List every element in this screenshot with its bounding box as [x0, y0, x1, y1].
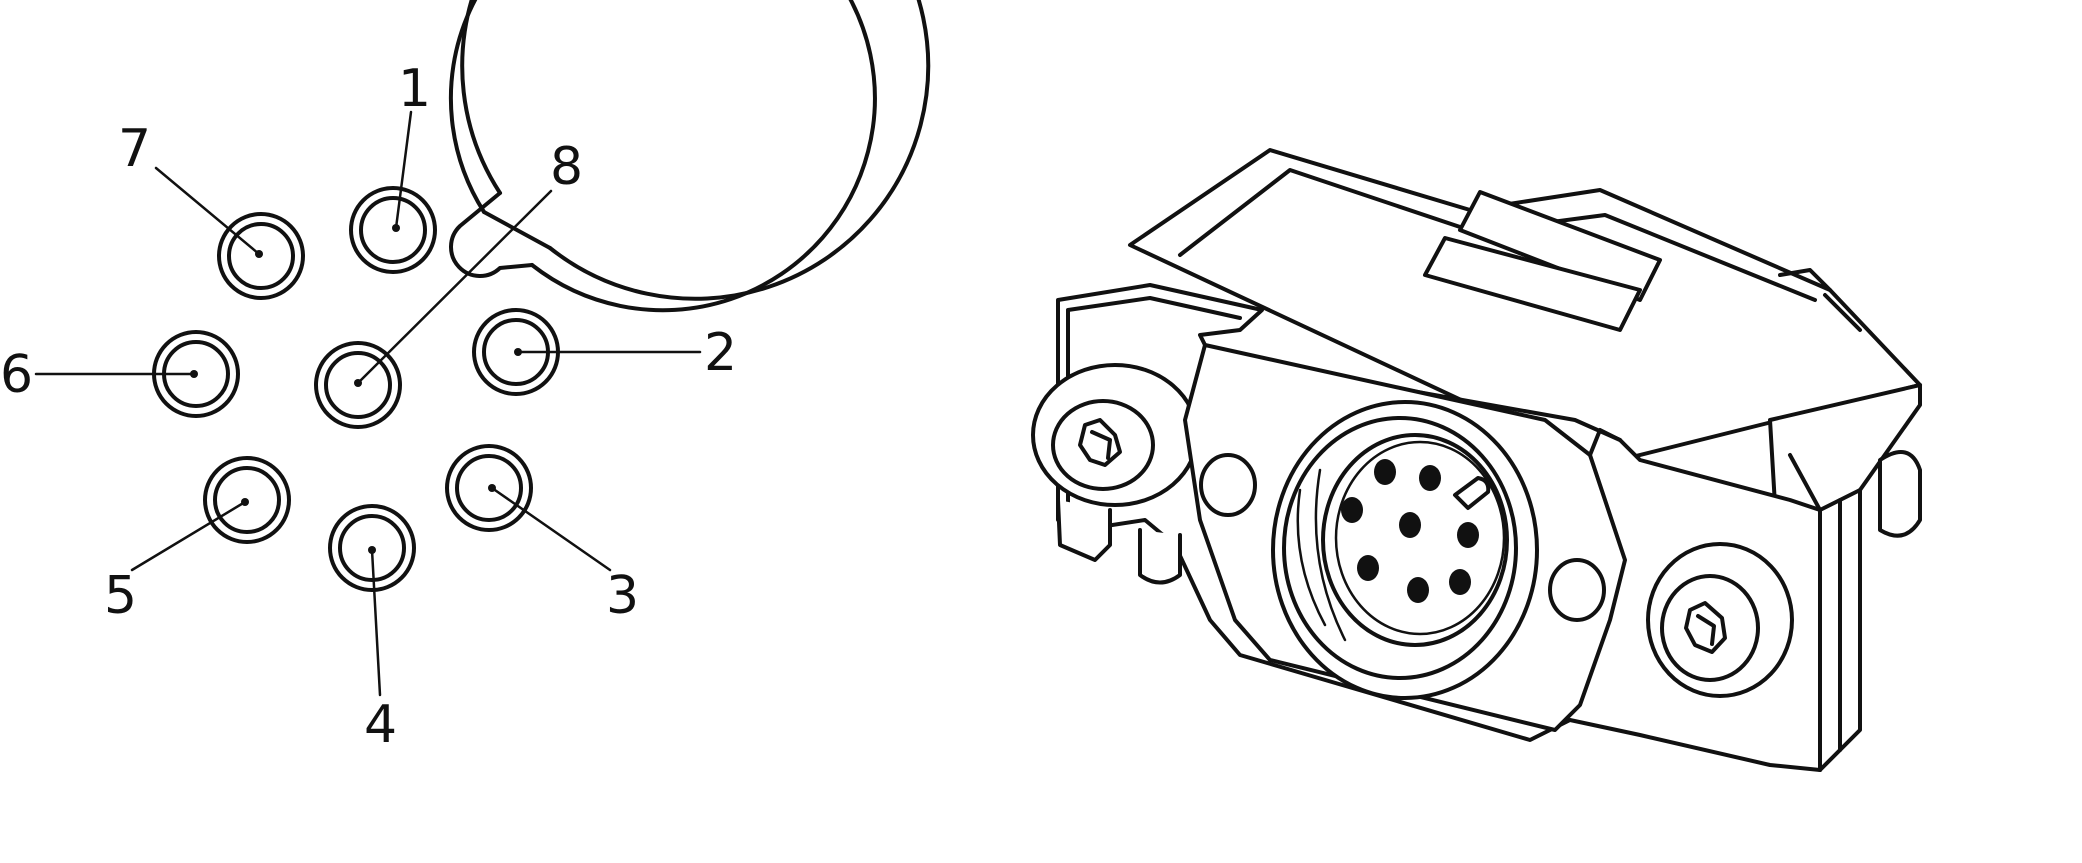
pin-1: [349, 186, 437, 274]
leader-lines: [34, 110, 702, 697]
center-boss-edge: [1588, 428, 1622, 457]
housing-label-window: [1423, 236, 1642, 332]
keyway-notch: [449, 191, 552, 278]
pin-label-4: 4: [364, 695, 397, 755]
connector-inner-ring: [448, 0, 877, 313]
left-mounting-screw: [1031, 363, 1199, 507]
boss-hole-right: [1548, 558, 1606, 622]
left-screw-standoff: [1056, 498, 1112, 562]
right-mounting-screw: [1646, 542, 1794, 698]
pin-8: [314, 341, 402, 429]
left-post: [1138, 528, 1182, 585]
housing-rear-step: [1778, 268, 1862, 332]
pin-label-2: 2: [704, 323, 737, 383]
pinout-face-view: 1 2 3 4 5 6 7 8: [0, 0, 931, 755]
pin-5: [203, 456, 291, 544]
pin-label-7: 7: [118, 119, 151, 179]
socket-holes: [1341, 459, 1479, 603]
connector-isometric-view: [1031, 148, 1922, 772]
receptacle: [1271, 400, 1539, 700]
housing-top: [1128, 148, 1922, 467]
boss-hole-left: [1199, 453, 1257, 517]
pin-7: [217, 212, 305, 300]
pin-label-6: 6: [0, 345, 33, 405]
pin-3: [445, 444, 533, 532]
connector-outer-ring: [460, 0, 931, 301]
pin-label-5: 5: [104, 566, 137, 626]
pin-label-1: 1: [398, 59, 431, 119]
rear-cylinder: [1878, 450, 1922, 538]
pin-label-8: 8: [550, 137, 583, 197]
pin-label-3: 3: [606, 566, 639, 626]
pin-4: [328, 504, 416, 592]
